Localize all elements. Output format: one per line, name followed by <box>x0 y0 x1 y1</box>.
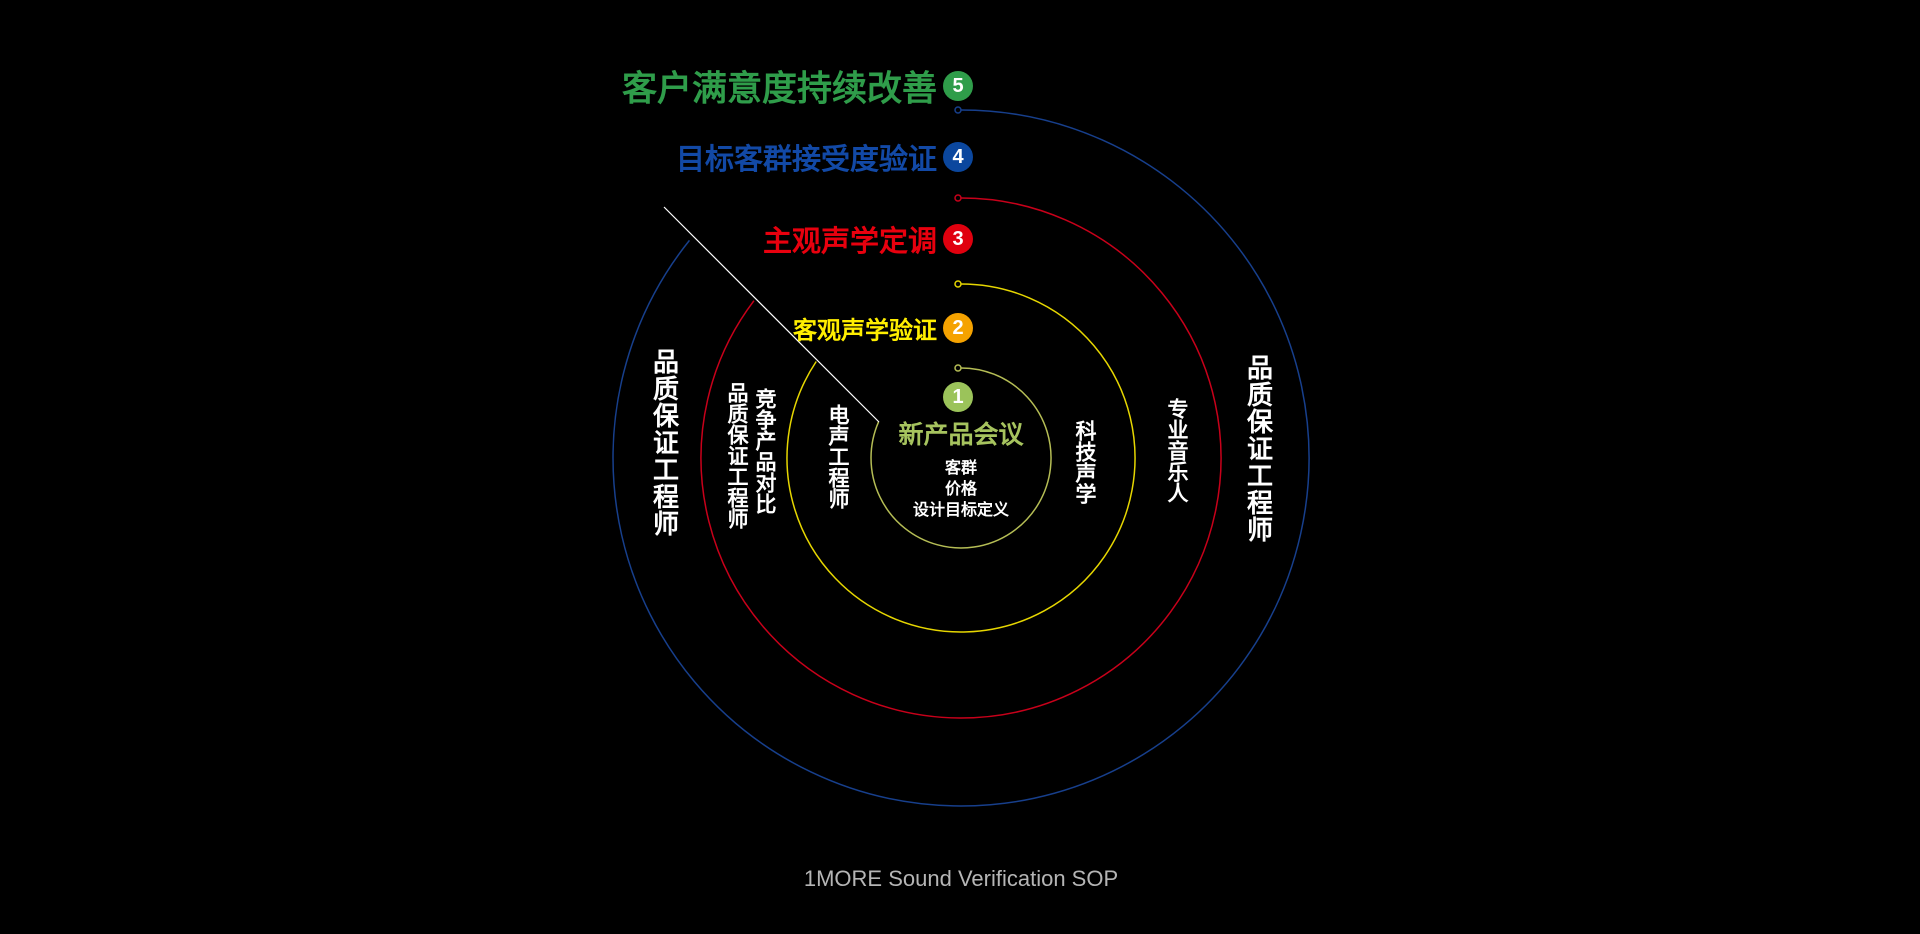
stage-5-label: 客户满意度持续改善 <box>621 69 937 110</box>
stage-1-badge: 1 <box>943 382 973 412</box>
stage-2-badge: 2 <box>943 313 973 343</box>
ring-red <box>700 197 1222 719</box>
stage-2-label: 客观声学验证 <box>793 316 937 345</box>
center-item-price: 价格 <box>944 479 978 498</box>
stage-1-label: 新产品会议 <box>898 420 1024 449</box>
center-item-design-goal: 设计目标定义 <box>912 500 1010 519</box>
ring-blue-start-dot <box>954 106 962 114</box>
role-outer-left: 品质保证工程师 <box>648 348 679 537</box>
role-red-left-b: 竞争产品对比 <box>753 388 777 514</box>
ring-yellow <box>786 283 1136 633</box>
stage-3-label: 主观声学定调 <box>762 224 937 258</box>
ring-blue <box>612 109 1310 807</box>
footer-caption: 1MORE Sound Verification SOP <box>803 866 1119 891</box>
ring-red-start-dot <box>954 194 962 202</box>
role-red-left-a: 品质保证工程师 <box>725 382 749 529</box>
center-item-customers: 客群 <box>944 458 978 477</box>
ring-yellow-start-dot <box>954 280 962 288</box>
divider-line <box>663 206 880 423</box>
role-red-right: 专业音乐人 <box>1165 398 1189 503</box>
stage-3-badge: 3 <box>943 224 973 254</box>
stage-4-label: 目标客群接受度验证 <box>675 142 937 176</box>
ring-inner <box>870 367 1052 549</box>
role-yellow-left: 电声工程师 <box>826 404 850 509</box>
stage-5-badge: 5 <box>943 71 973 101</box>
role-yellow-right: 科技声学 <box>1073 420 1097 504</box>
stage-4-badge: 4 <box>943 142 973 172</box>
role-outer-right: 品质保证工程师 <box>1242 354 1273 543</box>
ring-inner-start-dot <box>954 364 962 372</box>
